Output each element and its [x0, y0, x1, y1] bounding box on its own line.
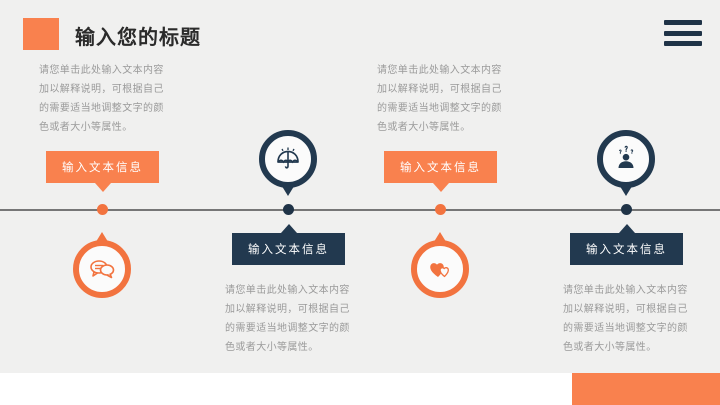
speech-bubbles-icon	[90, 260, 115, 279]
timeline-dot-3	[434, 204, 446, 215]
item-4-badge-pointer	[618, 183, 634, 196]
hearts-icon	[430, 263, 450, 278]
item-2-badge-pointer	[280, 183, 296, 196]
item-4-label-text: 输入文本信息	[586, 244, 667, 256]
timeline-axis	[0, 209, 720, 211]
page-title: 输入您的标题	[75, 27, 201, 49]
item-3-text: 请您单击此处输入文本内容加以解释说明，可根据自己的需要适当地调整文字的颜色或者大…	[377, 65, 502, 133]
item-2-text: 请您单击此处输入文本内容加以解释说明，可根据自己的需要适当地调整文字的颜色或者大…	[225, 285, 350, 353]
title-accent-square	[23, 18, 59, 50]
item-2-label[interactable]: 输入文本信息	[232, 224, 345, 265]
item-4-label-pointer	[618, 224, 635, 233]
hamburger-menu-icon[interactable]	[664, 17, 702, 49]
timeline-dot-1	[96, 204, 108, 215]
item-1-label-pointer	[94, 183, 111, 192]
person-questions-icon	[618, 145, 634, 168]
item-3-label[interactable]: 输入文本信息	[384, 151, 497, 192]
item-3-label-pointer	[432, 183, 449, 192]
item-1-icon-badge[interactable]	[73, 232, 131, 298]
item-2-label-pointer	[280, 224, 297, 233]
item-1-label[interactable]: 输入文本信息	[46, 151, 159, 192]
item-1-label-text: 输入文本信息	[62, 162, 143, 174]
item-3-badge-pointer	[432, 232, 448, 245]
item-3-label-text: 输入文本信息	[400, 162, 481, 174]
item-4-icon-badge[interactable]	[597, 130, 655, 196]
umbrella-icon	[277, 147, 299, 169]
item-1-badge-pointer	[94, 232, 110, 245]
timeline-dot-4	[620, 204, 632, 215]
menu-bar-1	[664, 20, 702, 25]
menu-bar-2	[664, 30, 702, 36]
item-3-icon-badge[interactable]	[411, 232, 469, 298]
item-2-icon-badge[interactable]	[259, 130, 317, 196]
timeline-dot-2	[282, 204, 294, 215]
item-4-label[interactable]: 输入文本信息	[570, 224, 683, 265]
footer-accent-block	[572, 373, 720, 405]
item-1-text: 请您单击此处输入文本内容加以解释说明，可根据自己的需要适当地调整文字的颜色或者大…	[39, 65, 164, 133]
item-2-label-text: 输入文本信息	[248, 244, 329, 256]
item-4-text: 请您单击此处输入文本内容加以解释说明，可根据自己的需要适当地调整文字的颜色或者大…	[563, 285, 688, 353]
menu-bar-3	[664, 41, 702, 46]
